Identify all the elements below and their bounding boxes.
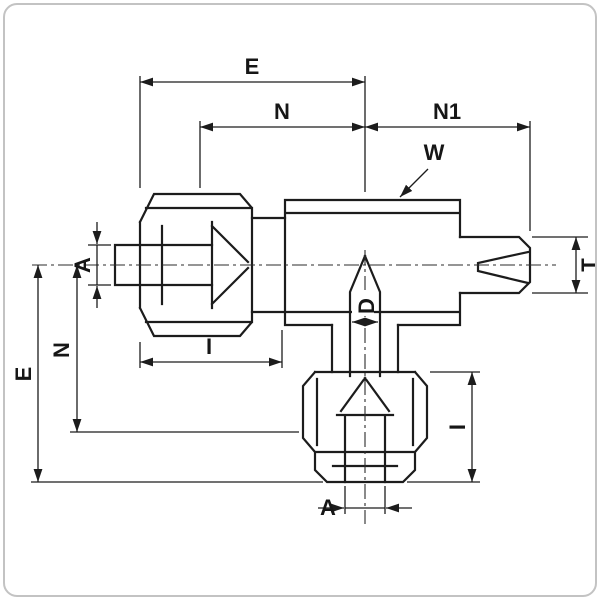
dim-w: W [399,140,445,198]
left-nut-body-connection [250,216,287,314]
dim-label-i-bottom-left: I [206,334,212,359]
dim-i-right: I [407,371,480,483]
branch-neck [330,323,400,374]
fitting-outline [113,192,532,484]
dim-d-center: D [352,290,379,327]
dim-a-bottom: A [318,486,412,520]
dim-label-n1-top: N1 [433,99,461,124]
dim-n1-top: N1 [365,99,531,231]
dim-label-e-left: E [11,367,36,382]
dimensions: E N N1 W [11,54,600,520]
dim-label-n-left: N [49,342,74,358]
dim-n-top: N [199,99,365,188]
dim-t-right: T [532,236,600,294]
center-bore-cone [348,254,382,378]
dim-e-left: E [11,265,323,483]
leader-line [399,168,429,198]
label-mask [352,290,374,316]
dim-e-top: E [139,54,366,192]
dim-label-w: W [424,140,445,165]
dim-n-left: N [49,265,299,433]
dim-label-e-top: E [245,54,260,79]
dim-label-a-bottom: A [320,495,336,520]
dim-label-n-top: N [274,99,290,124]
body-outline [283,198,462,327]
male-end-bore [476,250,530,285]
dim-label-d-center: D [354,298,379,314]
dim-label-t-right: T [577,258,600,272]
centerlines [32,250,556,524]
dim-label-a-left: A [70,257,95,273]
dim-i-bottom-left: I [139,330,283,368]
dim-label-i-right: I [445,424,470,430]
